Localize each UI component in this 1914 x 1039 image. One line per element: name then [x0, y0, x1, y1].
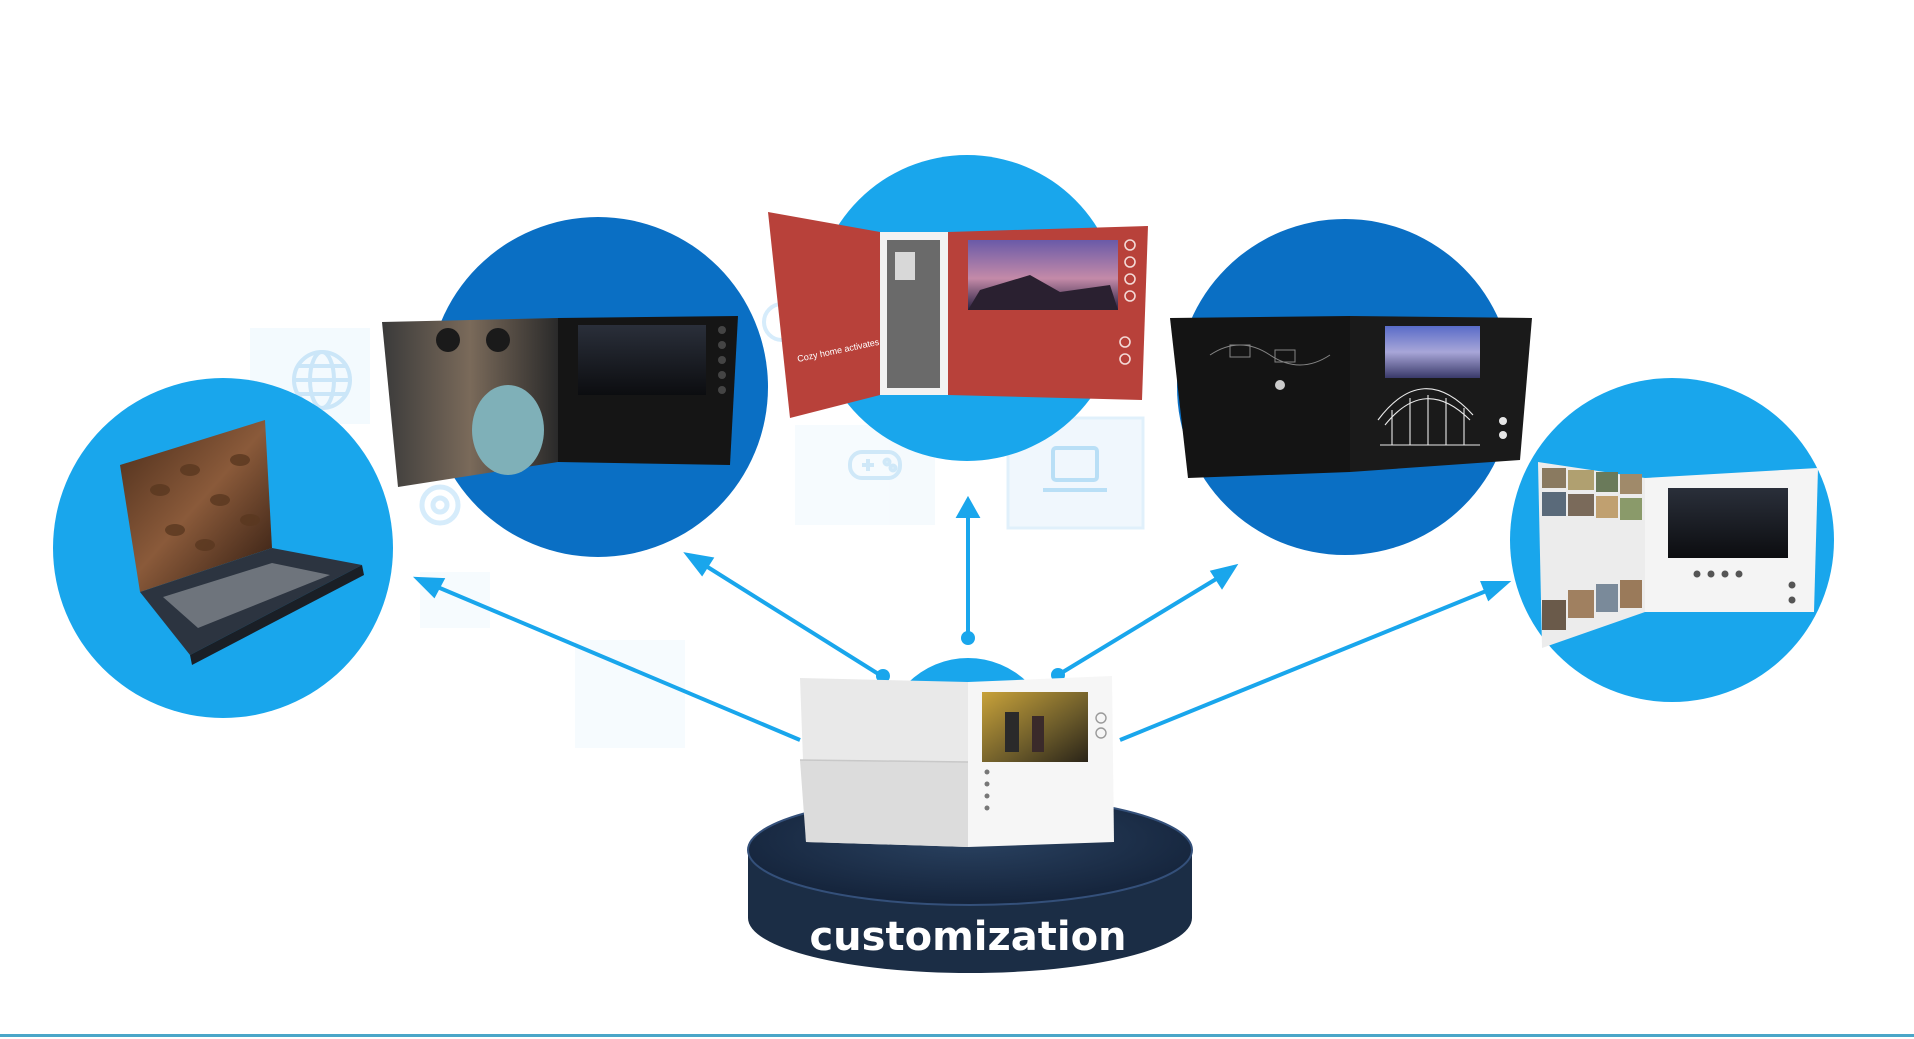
center-label: customization — [809, 914, 1126, 960]
laptop-icon — [1043, 446, 1107, 492]
arrows — [412, 495, 1512, 742]
home-card: Cozy home activates family living — [768, 212, 1148, 418]
gear-icon — [419, 484, 461, 526]
arrow-to-fitness — [683, 552, 882, 677]
globe-icon — [292, 350, 352, 410]
bottom-divider — [0, 1034, 1914, 1037]
arrow-to-home — [955, 495, 981, 645]
fitness-card — [382, 316, 738, 487]
coffee-card — [120, 420, 364, 665]
center-white-card — [799, 676, 1114, 847]
gamepad-icon — [848, 450, 902, 480]
arrow-to-colosseum — [1051, 563, 1239, 682]
arrow-to-travel — [1119, 581, 1512, 742]
travel-card — [1538, 462, 1818, 648]
colosseum-card — [1170, 316, 1532, 478]
arrow-to-coffee — [412, 576, 801, 742]
